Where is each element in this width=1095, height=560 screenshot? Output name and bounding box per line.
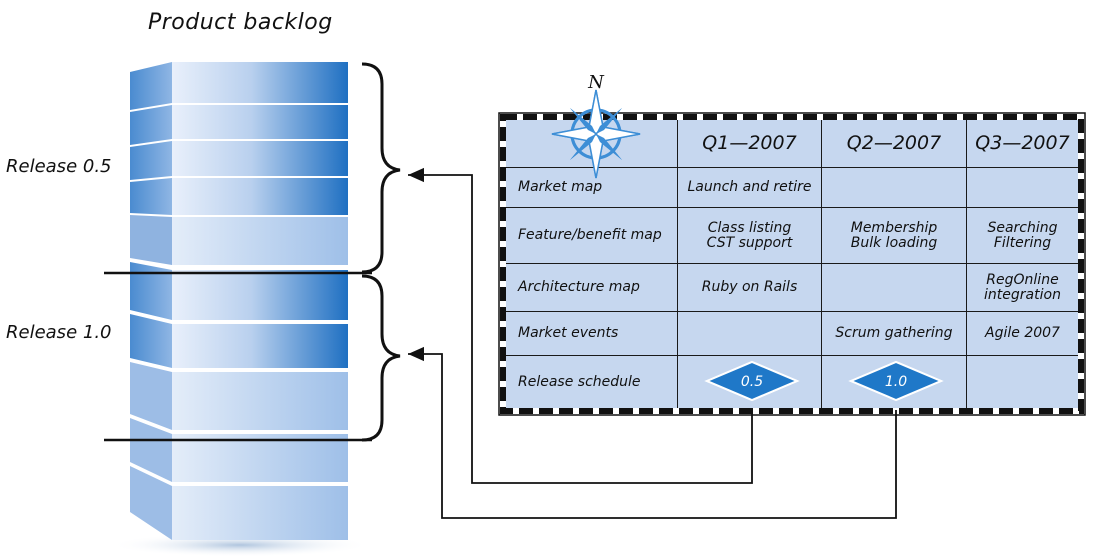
column-header: Q2—2007 [822,120,967,168]
table-cell: Ruby on Rails [678,264,822,312]
backlog-item [130,141,348,180]
release-brace-1-0 [361,274,401,442]
row-header: Market events [506,312,678,356]
backlog-item [130,418,348,482]
backlog-item [130,62,348,110]
column-header: Q3—2007 [967,120,1078,168]
table-cell [822,264,967,312]
release-brace-0-5 [361,62,401,274]
table-cell [967,356,1078,408]
product-roadmap: Q1—2007 Q2—2007 Q3—2007 Market map Launc… [506,120,1078,408]
backlog-item [130,215,348,265]
release-label-0-5: Release 0.5 [6,156,112,177]
page-title: Product backlog [148,10,333,35]
roadmap-corner [506,120,678,168]
row-header: Feature/benefit map [506,208,678,264]
table-cell: Agile 2007 [967,312,1078,356]
backlog-item [130,362,348,430]
roadmap-border [500,114,1084,414]
backlog-item [130,262,348,320]
table-cell [822,356,967,408]
connector-1-0 [408,346,897,519]
backlog-item [130,105,348,145]
table-cell [678,312,822,356]
table-cell: Scrum gathering [822,312,967,356]
compass-north-label: N [587,72,605,93]
column-header: Q1—2007 [678,120,822,168]
backlog-stack [130,62,348,540]
connector-0-5 [408,167,753,484]
row-header: Market map [506,168,678,208]
table-cell [822,168,967,208]
table-cell: Launch and retire [678,168,822,208]
backlog-item [130,466,348,540]
row-header: Architecture map [506,264,678,312]
backlog-item [130,178,348,215]
release-label-1-0: Release 1.0 [6,322,112,343]
backlog-item [130,314,348,368]
table-cell [967,168,1078,208]
row-header: Release schedule [506,356,678,408]
table-cell [678,356,822,408]
